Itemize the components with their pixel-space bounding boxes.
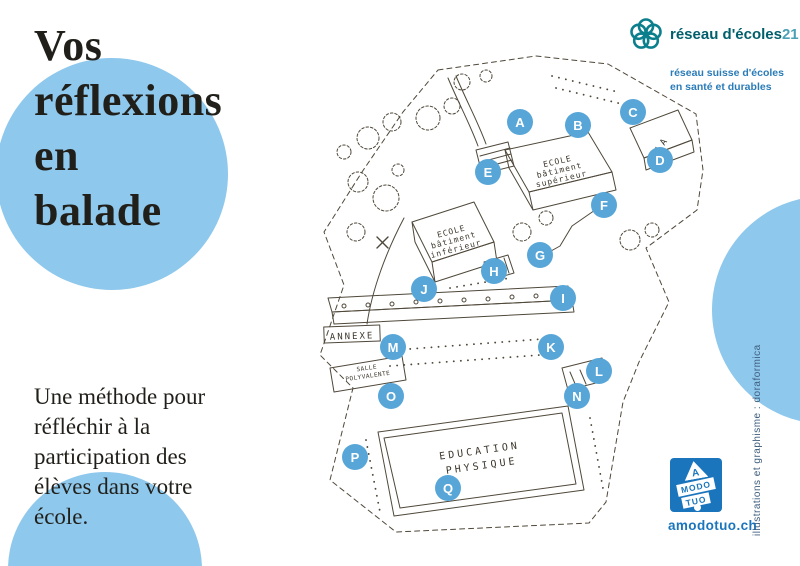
ecoles21-knot-icon: [630, 18, 662, 49]
map-marker-n: N: [564, 383, 590, 409]
building-salle-polyvalente: [329, 355, 407, 393]
amodotuo-logo-letter-a: A: [691, 467, 701, 480]
map-marker-p: P: [342, 444, 368, 470]
building-ecole-superieur: [504, 131, 617, 211]
title-line: Vos: [34, 21, 103, 70]
trees: [336, 69, 660, 251]
ecoles21-tagline: réseau suisse d'écoles en santé et durab…: [670, 66, 784, 94]
amodotuo-logo: A MODO TUO: [670, 458, 722, 512]
map-marker-q: Q: [435, 475, 461, 501]
page-title: Vos réflexions en balade: [34, 18, 222, 238]
intro-line: élèves dans votre: [34, 474, 193, 499]
ecoles21-name: réseau d'écoles21: [670, 26, 799, 43]
map-marker-h: H: [481, 258, 507, 284]
title-line: balade: [34, 186, 162, 235]
map-marker-j: J: [411, 276, 437, 302]
map-marker-m: M: [380, 334, 406, 360]
map-marker-k: K: [538, 334, 564, 360]
title-line: en: [34, 131, 79, 180]
map-marker-g: G: [527, 242, 553, 268]
map-marker-i: I: [550, 285, 576, 311]
site-boundary-dashed: [319, 55, 704, 533]
title-line: réflexions: [34, 76, 223, 125]
blue-circle-top-left: [0, 58, 228, 290]
ecoles21-name-suffix: 21: [781, 26, 799, 43]
map-marker-c: C: [620, 99, 646, 125]
map-marker-a: A: [507, 109, 533, 135]
label-salle-polyvalente: SALLE: [356, 364, 377, 374]
amodotuo-website-link[interactable]: amodotuo.ch: [668, 518, 758, 533]
ecoles21-name-main: réseau d'écoles: [670, 26, 782, 43]
amodotuo-logo-triangle: A: [682, 459, 709, 481]
intro-text: Une méthode pour réfléchir à la particip…: [34, 382, 205, 532]
label-annexe: ANNEXE: [330, 331, 375, 343]
field-education-physique: [377, 405, 585, 517]
tagline-line: en santé et durables: [670, 81, 772, 93]
map-marker-b: B: [565, 112, 591, 138]
x-mark: [376, 236, 389, 249]
intro-line: école.: [34, 504, 89, 529]
intro-line: participation des: [34, 444, 187, 469]
map-marker-l: L: [586, 358, 612, 384]
map-marker-e: E: [475, 159, 501, 185]
map-marker-d: D: [647, 147, 673, 173]
intro-line: réfléchir à la: [34, 414, 151, 439]
map-marker-o: O: [378, 383, 404, 409]
illustration-credit: illustrations et graphisme : doraformica: [752, 344, 763, 536]
intro-line: Une méthode pour: [34, 384, 206, 409]
map-marker-f: F: [591, 192, 617, 218]
tagline-line: réseau suisse d'écoles: [670, 67, 784, 79]
amodotuo-logo-dot: [694, 504, 701, 511]
building-aula: [629, 109, 695, 171]
